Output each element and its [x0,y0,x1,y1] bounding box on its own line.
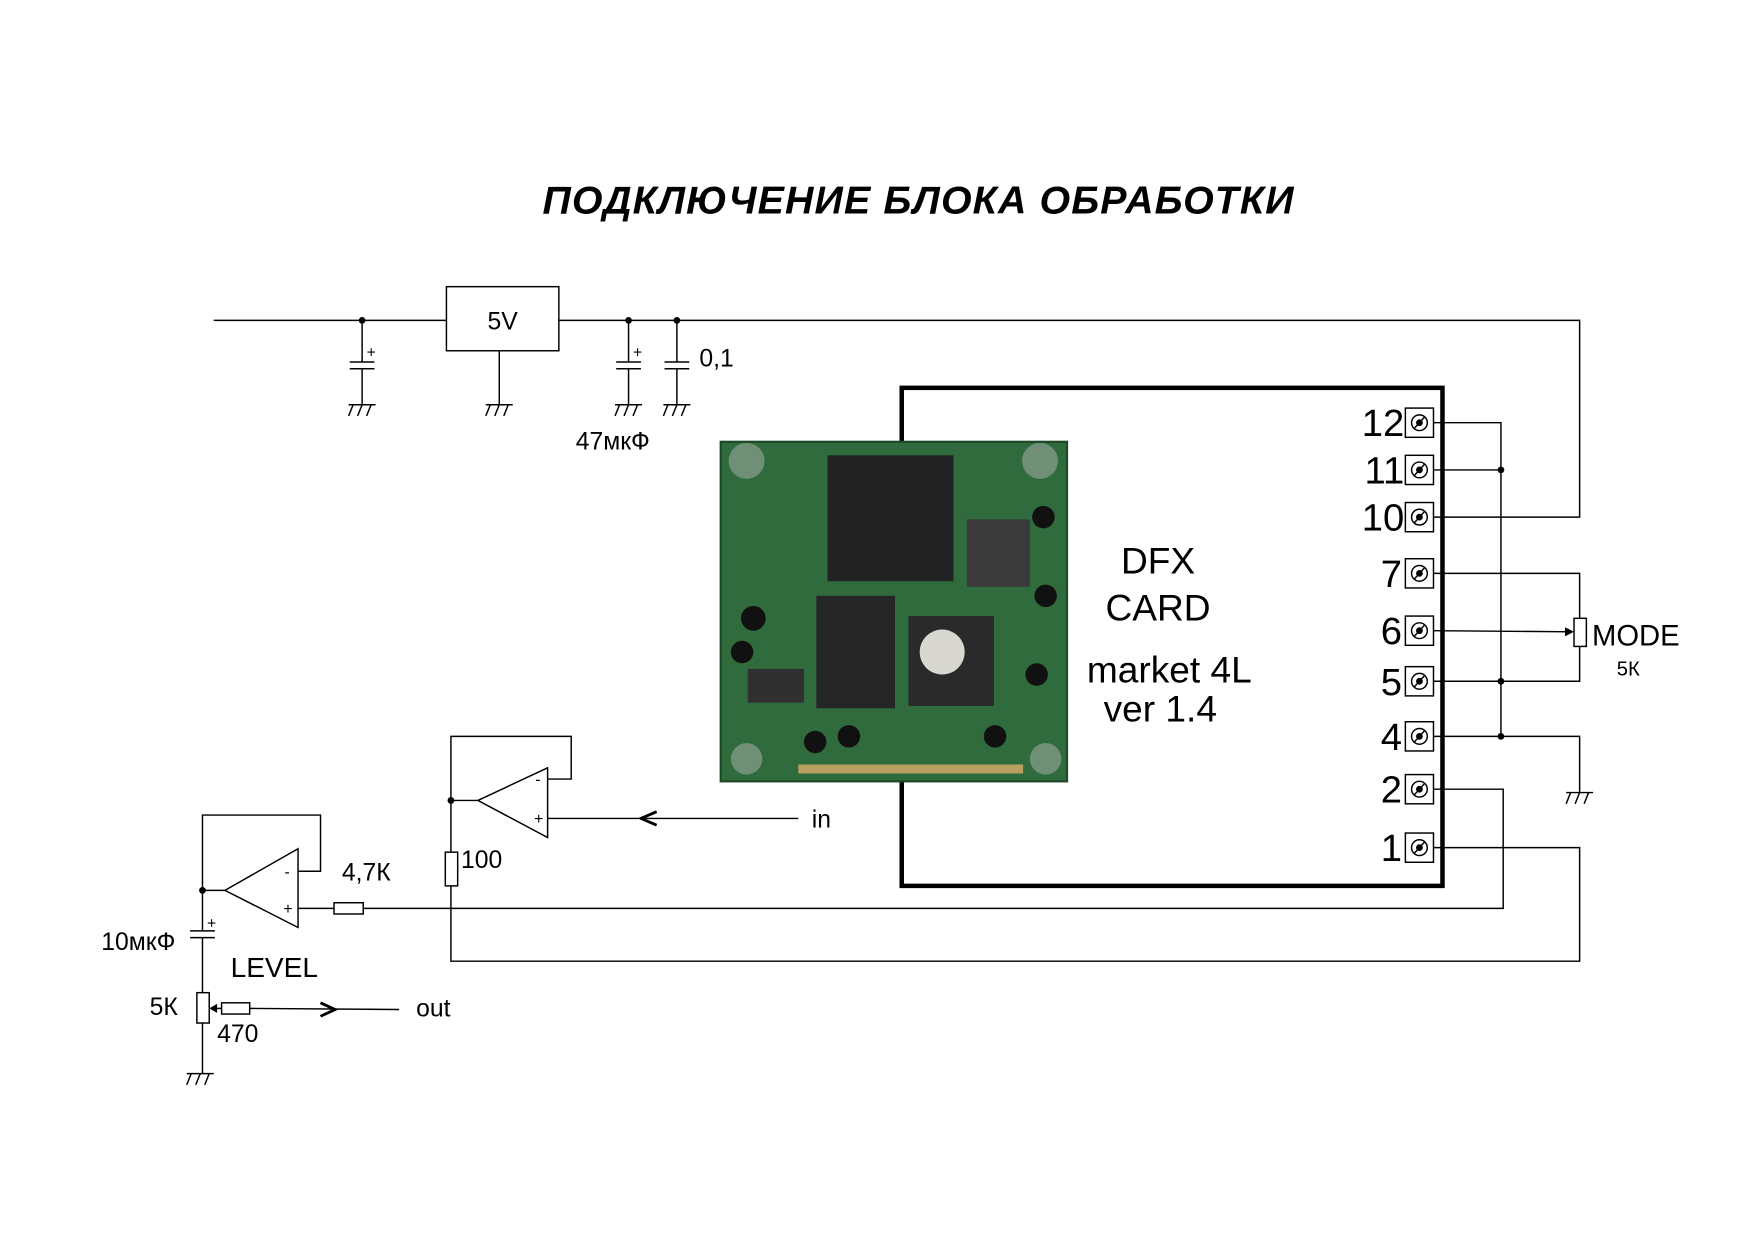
input-opamp: - + in [447,735,831,853]
resistor-100: 100 [444,847,502,887]
pin-number: 11 [1365,449,1405,492]
pin-1: 1 [1381,827,1435,870]
plus-sign: + [207,916,216,933]
pin-4: 4 [1381,716,1435,759]
input-label: in [812,806,831,833]
ground-icon [614,403,643,417]
capacitor-47uf-label: 47мкФ [576,429,650,456]
terminal-icon [1404,832,1435,863]
pin-10: 10 [1362,497,1435,540]
pin-12: 12 [1362,402,1435,445]
plus-sign: + [534,811,543,828]
card-label-line2: CARD [1106,587,1211,629]
terminal-icon [1404,773,1435,805]
ground-icon [186,1072,215,1086]
terminal-icon [1404,454,1435,486]
terminal-icon [1404,665,1435,697]
pin-number: 7 [1381,553,1402,596]
terminal-icon [1404,407,1435,439]
plus-sign: + [367,344,376,361]
pin-number: 10 [1362,497,1405,540]
resistor-4-7k: 4,7К [333,859,391,915]
mode-value: 5К [1617,659,1640,681]
arrow-icon [637,810,658,827]
pin-7: 7 [1381,553,1435,596]
resistor-4-7k-label: 4,7К [342,859,391,886]
regulator-label: 5V [488,308,519,335]
ground-icon [485,403,514,417]
ground-icon [347,403,377,417]
pin-number: 2 [1381,769,1402,812]
terminal-icon [1404,557,1435,589]
pin-2: 2 [1381,769,1435,812]
minus-sign: - [535,772,540,789]
page-title: ПОДКЛЮЧЕНИЕ БЛОКА ОБРАБОТКИ [543,179,1295,223]
terminal-icon [1404,615,1435,647]
plus-sign: + [633,344,642,361]
capacitor-0-1: 0,1 [662,320,734,417]
pin-number: 12 [1362,402,1405,445]
card-label-line3: market 4L [1087,648,1252,690]
capacitor-10uf-label: 10мкФ [101,929,175,956]
plus-sign: + [283,901,292,918]
minus-sign: - [285,864,290,881]
level-value: 5К [150,994,179,1021]
pin-6: 6 [1381,610,1435,653]
regulator-5v: 5V [445,285,560,417]
pin-number: 1 [1381,827,1402,870]
ground-icon [1565,791,1594,805]
pin-11: 11 [1365,449,1435,492]
pin-5: 5 [1381,661,1435,704]
pin-wiring [363,421,1594,962]
terminal-icon [1404,501,1435,533]
level-potentiometer: LEVEL 5К [150,952,318,1086]
resistor-100-label: 100 [461,847,502,874]
dfx-card-photo [719,440,1069,783]
ground-icon [662,403,692,417]
mode-potentiometer: MODE 5К [1573,617,1680,681]
pin-number: 4 [1381,716,1402,759]
level-label: LEVEL [231,952,318,983]
resistor-470-label: 470 [217,1021,258,1048]
pin-number: 6 [1381,610,1402,653]
terminal-icon [1404,721,1435,752]
pin-number: 5 [1381,661,1402,704]
resistor-470: 470 out [217,995,450,1048]
capacitor-10uf: + 10мкФ [101,916,216,993]
output-label: out [416,995,450,1022]
card-label-line4: ver 1.4 [1104,688,1217,730]
input-capacitor: + [347,320,377,417]
mode-label: MODE [1592,620,1680,652]
arrow-icon [319,1001,339,1018]
capacitor-47uf: + 47мкФ [576,320,650,456]
card-label-line1: DFX [1121,539,1195,581]
capacitor-0-1-label: 0,1 [699,345,733,372]
card-label: DFX CARD market 4L ver 1.4 [1087,539,1252,729]
output-opamp: - + [199,814,335,931]
